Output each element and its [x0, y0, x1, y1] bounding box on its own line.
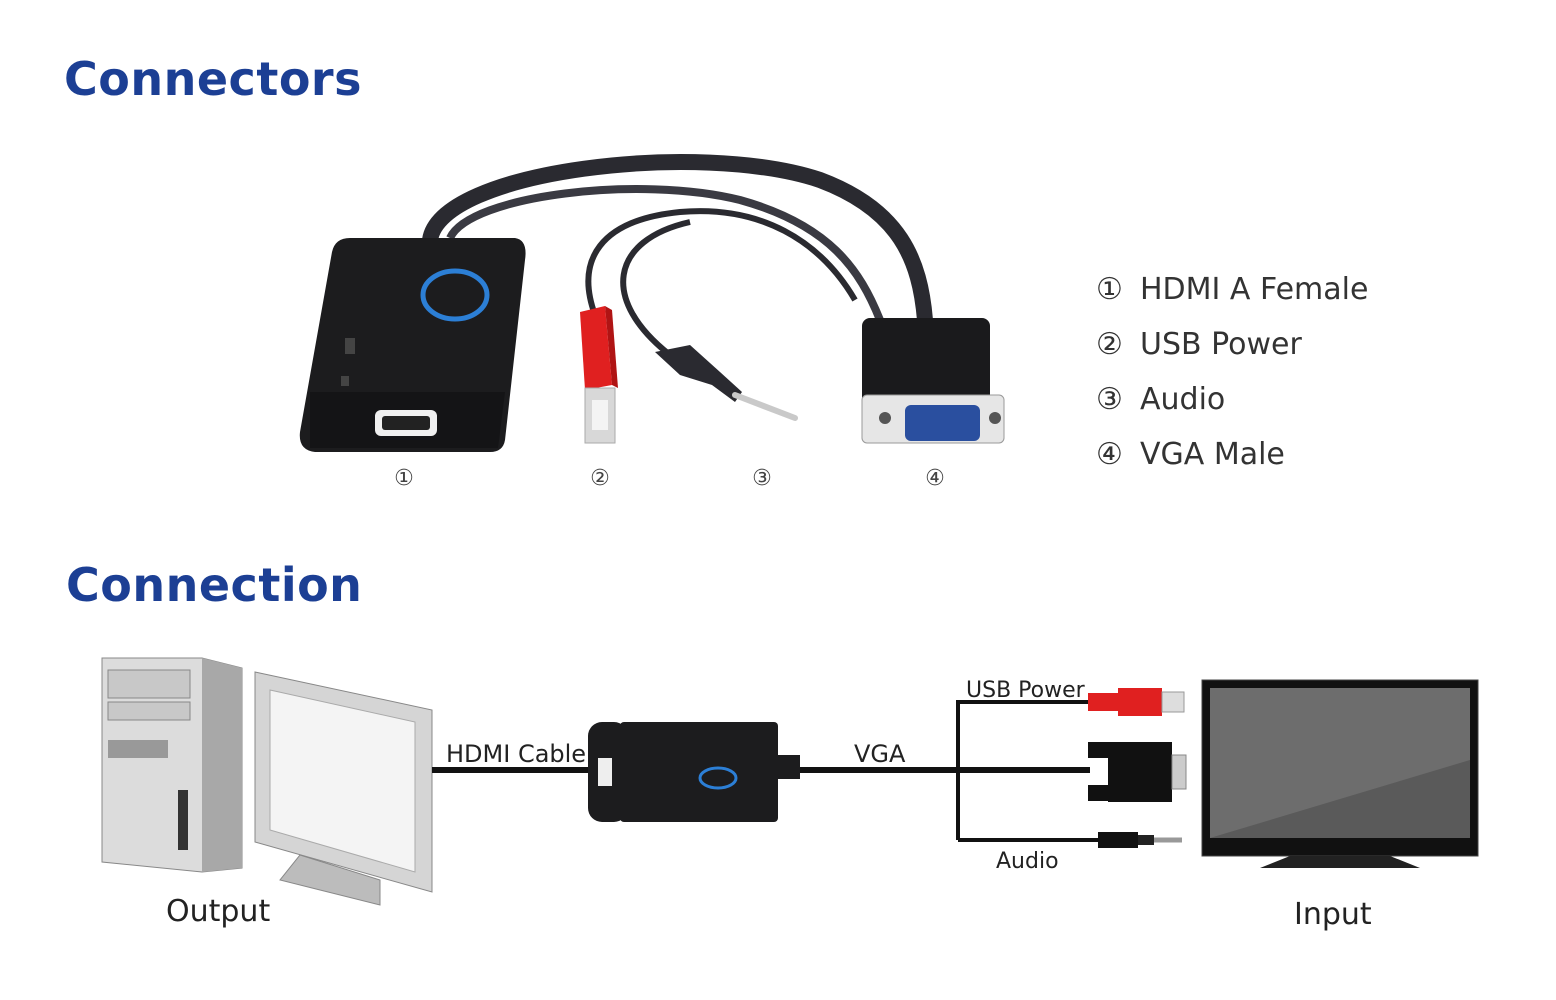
- usb-plug-small: [1088, 688, 1185, 716]
- audio-jack: [655, 345, 798, 421]
- legend-number: ①: [1096, 272, 1123, 307]
- legend-item: ④ VGA Male: [1096, 427, 1368, 482]
- legend-item: ① HDMI A Female: [1096, 262, 1368, 317]
- legend-label: Audio: [1140, 382, 1226, 417]
- legend-number: ③: [1096, 382, 1123, 417]
- legend-label: HDMI A Female: [1140, 272, 1369, 307]
- legend-label: VGA Male: [1140, 437, 1285, 472]
- vga-plug-small: [1088, 742, 1187, 802]
- vga-plug: [861, 318, 1005, 444]
- hdmi-cable-label: HDMI Cable: [446, 740, 586, 768]
- legend-item: ③ Audio: [1096, 372, 1368, 427]
- adapter-box: [299, 238, 526, 452]
- audio-label: Audio: [996, 849, 1059, 874]
- vga-label: VGA: [854, 740, 906, 768]
- pc-tower: [101, 657, 243, 873]
- legend-number: ④: [1096, 437, 1123, 472]
- connector-number-1: ①: [394, 466, 414, 491]
- adapter-box-small: [588, 722, 800, 822]
- usb-cable: [585, 208, 858, 317]
- connector-number-4: ④: [925, 466, 945, 491]
- connector-number-2: ②: [590, 466, 610, 491]
- legend-number: ②: [1096, 327, 1123, 362]
- output-label: Output: [166, 894, 270, 929]
- connection-title: Connection: [66, 558, 363, 612]
- usb-plug: [580, 306, 618, 444]
- tv: [1201, 679, 1479, 868]
- main-cable: [422, 154, 933, 321]
- adapter-logo: [420, 268, 490, 322]
- audio-cable: [620, 219, 691, 358]
- legend-label: USB Power: [1140, 327, 1302, 362]
- monitor: [254, 671, 433, 906]
- legend-item: ② USB Power: [1096, 317, 1368, 372]
- audio-plug-small: [1098, 832, 1182, 848]
- connector-legend: ① HDMI A Female ② USB Power ③ Audio ④ VG…: [1096, 262, 1368, 482]
- connector-number-3: ③: [752, 466, 772, 491]
- input-label: Input: [1294, 897, 1372, 932]
- usb-line: [956, 700, 1100, 840]
- connectors-title: Connectors: [64, 52, 362, 106]
- vga-cable: [446, 185, 884, 322]
- usb-power-label: USB Power: [966, 678, 1086, 703]
